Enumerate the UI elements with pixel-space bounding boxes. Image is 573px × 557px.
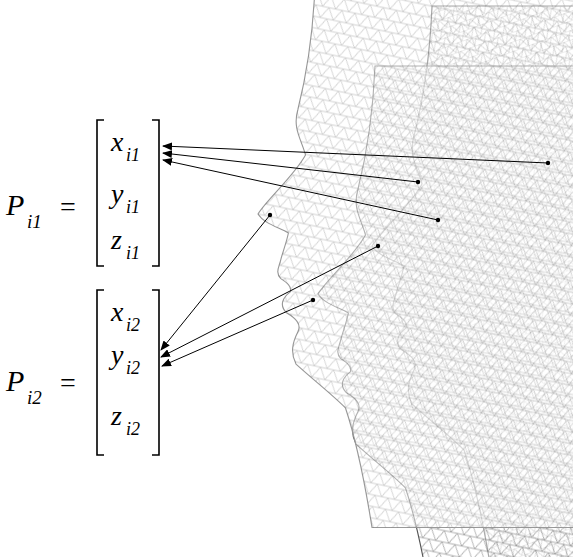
- matrix-entry: z: [111, 226, 122, 254]
- subscript: i2: [126, 316, 140, 334]
- vector-name: P: [6, 366, 24, 396]
- subscript: i1: [126, 198, 140, 216]
- landmark-dots: [268, 161, 550, 302]
- equals-sign: =: [60, 193, 76, 221]
- subscript: i1: [126, 146, 140, 164]
- subscript: i2: [27, 388, 42, 407]
- equals-sign: =: [60, 369, 76, 397]
- matrix-entry: y: [111, 341, 123, 369]
- subscript: i1: [27, 212, 42, 231]
- matrix-brackets: [97, 120, 159, 455]
- vector-name: P: [6, 190, 24, 220]
- leader-arrows: [161, 146, 548, 366]
- matrix-entry: x: [111, 298, 123, 326]
- matrix-entry: y: [111, 180, 123, 208]
- matrix-entry: x: [111, 128, 123, 156]
- matrix-entry: z: [111, 402, 122, 430]
- subscript: i2: [126, 420, 140, 438]
- subscript: i1: [126, 244, 140, 262]
- subscript: i2: [126, 359, 140, 377]
- front-face: [258, 0, 573, 527]
